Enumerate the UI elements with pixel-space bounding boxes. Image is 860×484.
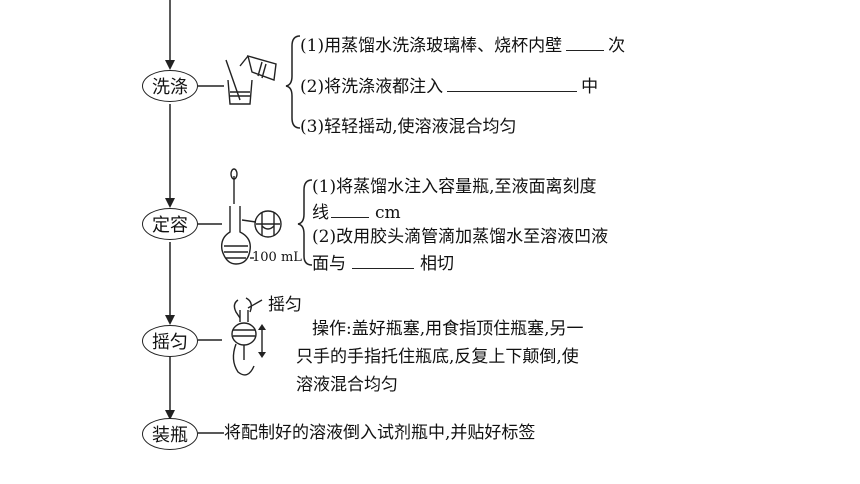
braces xyxy=(285,35,313,266)
shake-operation-line-3: 溶液混合均匀 xyxy=(296,375,398,395)
arrowheads xyxy=(165,60,175,420)
step-shake-label: 摇匀 xyxy=(152,332,188,353)
shake-image-label: 摇匀 xyxy=(268,295,302,315)
step-wash: 洗涤 xyxy=(142,70,198,102)
constant-volume-item-1a: (1)将蒸馏水注入容量瓶,至液面离刻度 xyxy=(312,177,597,197)
step-connectors xyxy=(198,85,224,434)
step-constant-volume-label: 定容 xyxy=(152,215,188,236)
up-down-arrows xyxy=(258,324,266,358)
wash-target-blank xyxy=(447,75,578,92)
flask-volume-label: 100 mL xyxy=(252,250,302,265)
shake-operation-line-2: 只手的手指托住瓶底,反复上下颠倒,使 xyxy=(296,347,579,367)
shake-operation-line-1: 操作:盖好瓶塞,用食指顶住瓶塞,另一 xyxy=(312,319,584,339)
step-bottle: 装瓶 xyxy=(142,418,198,450)
constant-volume-item-2b: 面与相切 xyxy=(312,252,454,274)
wash-item-1-suffix: 次 xyxy=(608,36,626,56)
wash-item-3-text: (3)轻轻摇动,使溶液混合均匀 xyxy=(300,117,517,137)
constant-volume-item-2a: (2)改用胶头滴管滴加蒸馏水至溶液凹液 xyxy=(312,227,609,247)
wash-item-2-text: (2)将洗涤液都注入 xyxy=(300,77,444,97)
step-shake: 摇匀 xyxy=(142,325,198,357)
step-bottle-label: 装瓶 xyxy=(152,425,188,446)
shaking-flask-drawing xyxy=(231,297,263,376)
beaker-washbottle-drawing xyxy=(225,54,277,105)
wash-item-3: (3)轻轻摇动,使溶液混合均匀 xyxy=(300,116,516,139)
tangent-blank xyxy=(352,252,414,269)
wash-item-1: (1)用蒸馏水洗涤玻璃棒、烧杯内壁 次 xyxy=(300,34,625,58)
wash-item-1-text: (1)用蒸馏水洗涤玻璃棒、烧杯内壁 xyxy=(300,36,563,56)
wash-item-2: (2)将洗涤液都注入 中 xyxy=(300,75,598,99)
distance-blank xyxy=(331,201,369,218)
wash-count-blank xyxy=(566,34,605,51)
wash-item-2-suffix: 中 xyxy=(581,77,599,97)
step-constant-volume: 定容 xyxy=(142,208,198,240)
bottle-description: 将配制好的溶液倒入试剂瓶中,并贴好标签 xyxy=(224,423,536,443)
volumetric-flask-drawing xyxy=(220,168,282,265)
step-wash-label: 洗涤 xyxy=(152,77,188,98)
